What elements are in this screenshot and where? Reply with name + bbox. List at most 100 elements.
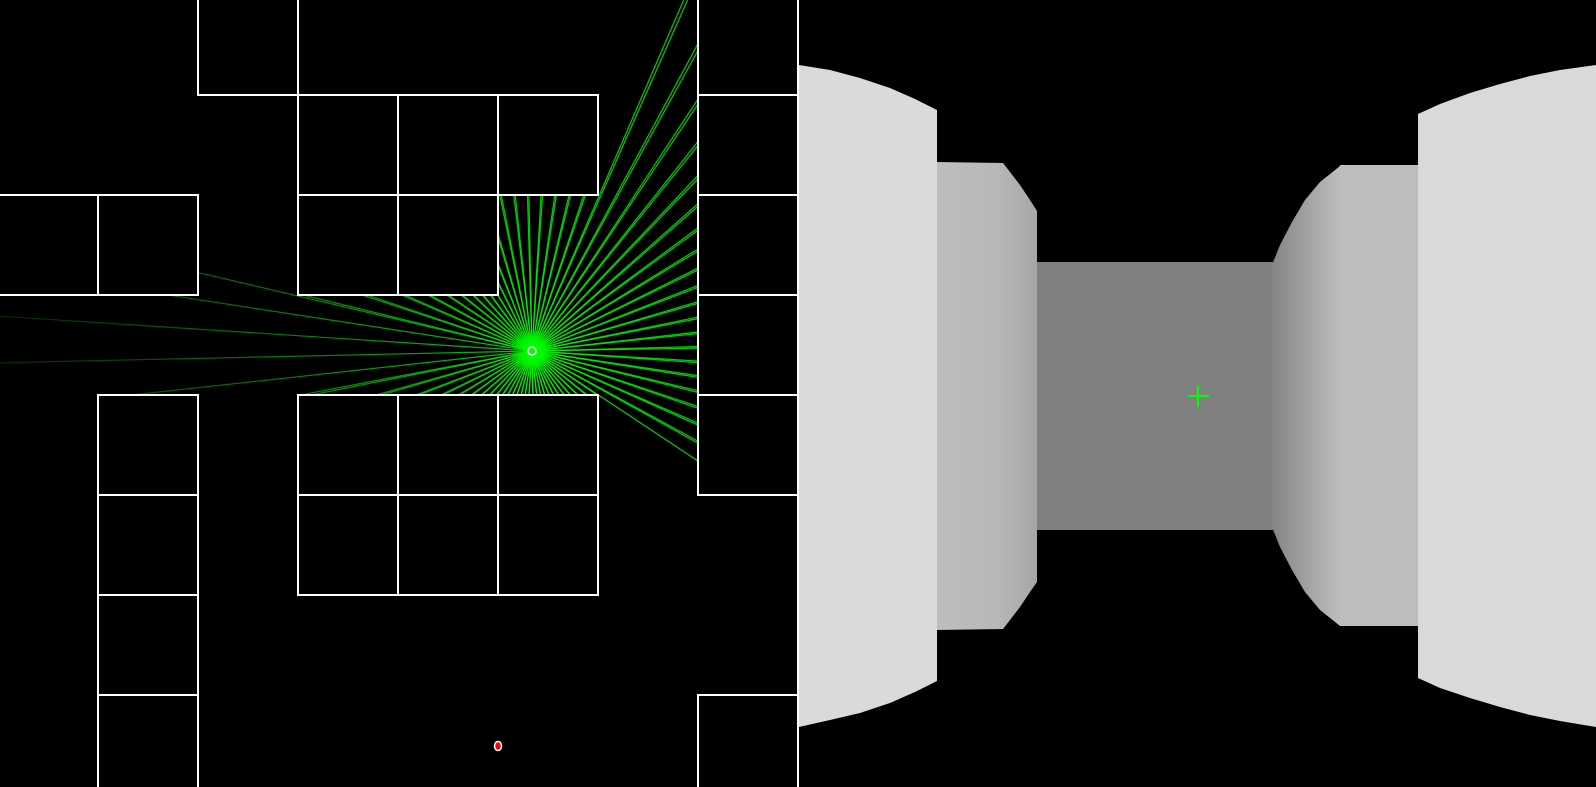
ray [531,49,699,352]
map-wall-cell [697,0,798,96]
ray [514,194,533,352]
ray [520,350,533,396]
map-wall-cell [297,394,399,496]
ray [531,144,699,352]
ray [414,350,533,396]
map-wall-cell [97,594,199,696]
crosshair-icon [1188,386,1209,407]
ray [488,350,533,396]
ray [167,294,533,352]
map-wall-cell [497,394,599,496]
ray [516,350,533,396]
ray [497,280,533,352]
ray [497,262,533,352]
map-wall-cell [397,194,499,296]
ray [131,350,533,396]
first-person-view [799,65,1596,727]
ray [439,350,533,396]
map-wall-cell [297,194,399,296]
ray [531,0,689,352]
ray [0,315,533,352]
map-wall-cell [497,494,599,596]
map-wall-cell [697,394,798,496]
map-wall-cell [497,94,599,196]
ray [429,294,533,352]
ray [495,350,533,396]
target-marker [493,740,503,752]
left-side-wall [937,162,1037,630]
ray [531,194,544,352]
ray [528,194,533,352]
ray [469,350,533,396]
ray [531,302,699,352]
ray [490,294,533,352]
ray [531,350,560,396]
map-wall-cell [0,194,99,296]
ray [531,103,699,352]
ray [531,269,699,352]
ray [473,294,533,352]
map-wall-cell [97,494,199,596]
ray [531,350,579,396]
ray [531,177,699,352]
map-wall-cell [97,194,199,296]
ray [531,332,699,352]
ray [531,229,699,352]
map-wall-cell [697,94,798,196]
right-side-wall-slope [1272,166,1340,626]
ray-fan [0,0,700,462]
ray [531,350,534,397]
top-down-map [0,0,798,787]
ray [531,194,587,352]
ray [531,350,546,396]
ray [531,350,572,396]
ray [531,347,699,352]
map-wall-cell [697,194,798,296]
ray [374,350,533,396]
ray [524,350,533,396]
map-wall-cell [297,494,399,596]
far-wall [1037,262,1273,530]
ray [497,232,533,352]
ray [531,350,598,396]
map-wall-cell [397,494,499,596]
ray [482,294,533,352]
ray [480,350,533,396]
ray [511,350,533,396]
map-wall-cell [297,94,399,196]
ray [531,0,685,352]
ray [531,194,572,352]
right-side-wall [1340,165,1419,626]
map-wall-cell [697,294,798,396]
ray [506,350,533,396]
map-walls [0,0,798,787]
ray [366,294,533,352]
ray [531,350,699,444]
map-wall-cell [397,94,499,196]
ray [531,350,550,397]
ray [531,350,554,396]
ray [404,294,533,352]
ray [531,205,700,352]
ray [531,286,699,352]
player-marker [527,346,537,356]
map-wall-cell [697,694,798,787]
ray [531,350,699,426]
ray [528,350,533,396]
ray [531,350,699,409]
left-near-wall [799,65,937,727]
ray [447,294,533,352]
ray [531,317,699,352]
ray [500,194,533,352]
ray [531,350,538,396]
ray [299,350,533,396]
ray [531,350,700,394]
ray [497,294,533,352]
map-wall-cell [197,0,299,96]
ray [501,350,533,397]
view-divider [797,0,799,787]
ray [531,350,542,396]
map-wall-cell [97,394,199,496]
ray [531,350,699,364]
ray [531,350,700,379]
